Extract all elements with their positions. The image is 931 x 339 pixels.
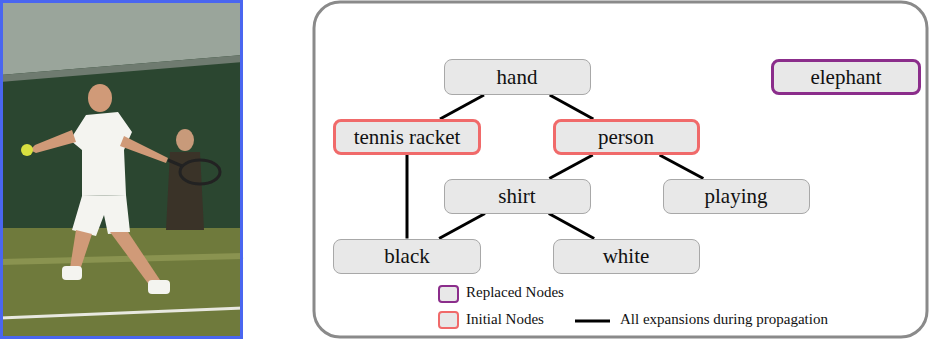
node-label: playing bbox=[705, 184, 768, 209]
player-arm bbox=[30, 130, 76, 153]
node-label: hand bbox=[497, 65, 538, 90]
node-label: person bbox=[598, 125, 654, 150]
legend-text: Replaced Nodes bbox=[466, 284, 564, 301]
expansion-edge bbox=[439, 214, 485, 239]
racket-handle bbox=[168, 160, 182, 166]
player-leg bbox=[110, 232, 160, 286]
graph-panel bbox=[314, 2, 927, 337]
legend-text: All expansions during propagation bbox=[620, 311, 828, 328]
graph-node: playing bbox=[663, 179, 810, 214]
grass bbox=[0, 228, 243, 339]
graph-node: white bbox=[553, 239, 700, 274]
roof-edge bbox=[0, 55, 243, 82]
official-head bbox=[176, 129, 194, 151]
player-shorts bbox=[72, 195, 130, 236]
graph-node: black bbox=[333, 239, 481, 274]
player-shoe bbox=[62, 266, 82, 280]
node-label: white bbox=[603, 244, 650, 269]
grass-stripe bbox=[0, 256, 243, 262]
player-shoe bbox=[148, 280, 170, 294]
player-head bbox=[88, 84, 112, 112]
initial-node: tennis racket bbox=[333, 119, 481, 155]
graph-node: shirt bbox=[444, 179, 591, 214]
expansion-edge bbox=[406, 155, 409, 239]
legend-text: Initial Nodes bbox=[466, 311, 544, 328]
initial-node: person bbox=[553, 119, 700, 155]
legend-line-sample bbox=[575, 320, 610, 323]
expansion-edge bbox=[440, 95, 484, 119]
legend-swatch bbox=[438, 285, 459, 303]
replaced-node: elephant bbox=[771, 59, 921, 95]
node-label: elephant bbox=[810, 65, 881, 90]
node-label: tennis racket bbox=[354, 125, 461, 150]
expansion-edge bbox=[550, 95, 594, 119]
photo bbox=[0, 0, 243, 339]
node-label: shirt bbox=[498, 184, 535, 209]
tennis-ball bbox=[21, 144, 33, 156]
graph-node: hand bbox=[444, 59, 591, 95]
expansion-edge bbox=[660, 155, 704, 179]
node-label: black bbox=[384, 244, 429, 269]
racket-head bbox=[180, 160, 220, 184]
player-arm bbox=[120, 136, 168, 163]
player-shirt bbox=[70, 112, 132, 196]
expansion-edge bbox=[549, 214, 594, 239]
player-leg bbox=[70, 230, 92, 270]
expansion-edge bbox=[549, 155, 592, 179]
legend-swatch bbox=[438, 311, 459, 329]
court-line bbox=[0, 308, 243, 318]
photo-border bbox=[2, 2, 242, 338]
